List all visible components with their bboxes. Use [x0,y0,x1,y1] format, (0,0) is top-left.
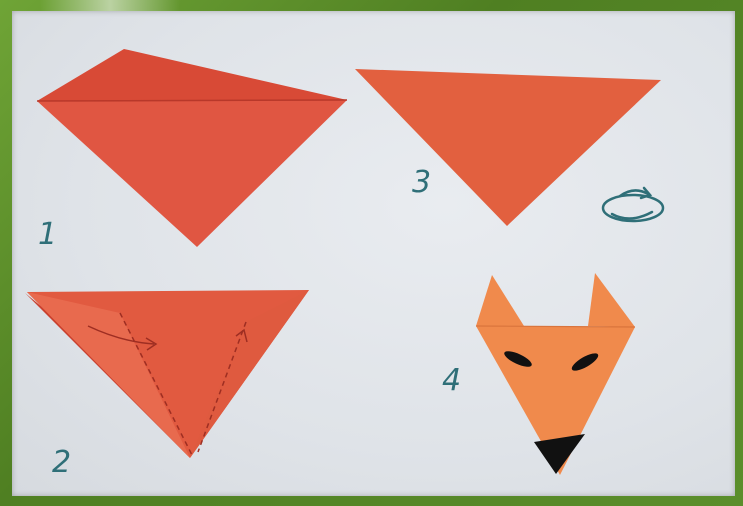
step-2-label: 2 [52,445,71,480]
step-1-back-flap [37,49,347,101]
step-1-figure [37,49,347,247]
step-3-label: 3 [412,165,431,200]
step-3-figure [355,69,661,226]
step-3-triangle [355,69,661,226]
fox-right-ear [588,273,635,327]
rotate-arrow-icon [603,188,663,221]
step-4-label: 4 [442,363,461,398]
step-2-figure [25,290,309,458]
fox-left-ear [476,275,524,326]
step-4-fox-figure [476,273,635,475]
step-1-label: 1 [38,217,57,252]
step-1-fold-line [37,100,347,101]
step-1-front-triangle [37,100,347,247]
